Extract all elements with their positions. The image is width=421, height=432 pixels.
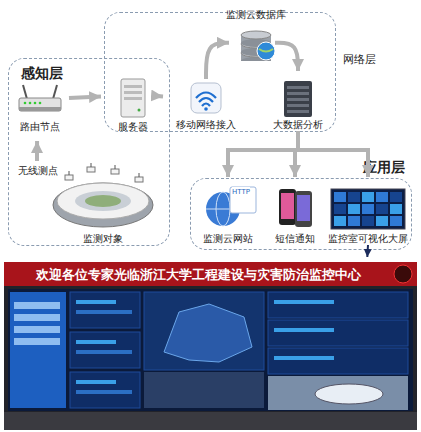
node-label: 监测对象 [51, 233, 155, 245]
screen-node: 监控室可视化大屏 [327, 185, 409, 245]
network-node: 移动网络接入 [171, 79, 241, 131]
layer-title: 网络层 [343, 53, 376, 66]
layer-group: 感知层路由节点 服务器监测对象 [8, 58, 170, 246]
node-label: 监控室可视化大屏 [327, 233, 409, 245]
photo-node: 欢迎各位专家光临浙江大学工程建设与灾害防治监控中心 [4, 262, 417, 430]
layer-group: 网络层监测云数据库移动网络接入大数据分析 [104, 12, 336, 132]
node-label: 短信通知 [269, 233, 321, 245]
flow-arrow [275, 43, 298, 71]
node-label: 大数据分析 [266, 119, 330, 131]
node-label: 路由节点 [11, 121, 69, 133]
node-label: 监测云网站 [197, 233, 259, 245]
icon-tag: HTTP [232, 187, 250, 198]
flow-arrow [228, 131, 298, 177]
flow-arrow [35, 141, 39, 161]
flow-arrow [295, 131, 298, 177]
node-label: 移动网络接入 [171, 119, 241, 131]
flow-arrow [206, 43, 229, 79]
sensor-label: 无线测点 [18, 165, 58, 176]
banner-text: 欢迎各位专家光临浙江大学工程建设与灾害防治监控中心 [4, 268, 393, 282]
server-node: 服务器 [109, 77, 157, 133]
photo-icon [4, 262, 417, 430]
layer-title: 应用层 [363, 159, 405, 175]
analysis-node: 大数据分析 [266, 79, 330, 131]
layer-group: 应用层监测云网站短信通知监控室可视化大屏 [190, 178, 412, 250]
flow-arrow [366, 245, 369, 257]
database-node: 监测云数据库 [206, 9, 306, 61]
node-label: 监测云数据库 [206, 9, 306, 21]
router-node: 路由节点 [11, 83, 69, 133]
sms-node: 短信通知 [269, 185, 321, 245]
flow-arrow [69, 96, 101, 98]
flow-arrow [157, 94, 163, 98]
flow-arrow [298, 131, 368, 177]
layer-title: 感知层 [21, 65, 63, 81]
